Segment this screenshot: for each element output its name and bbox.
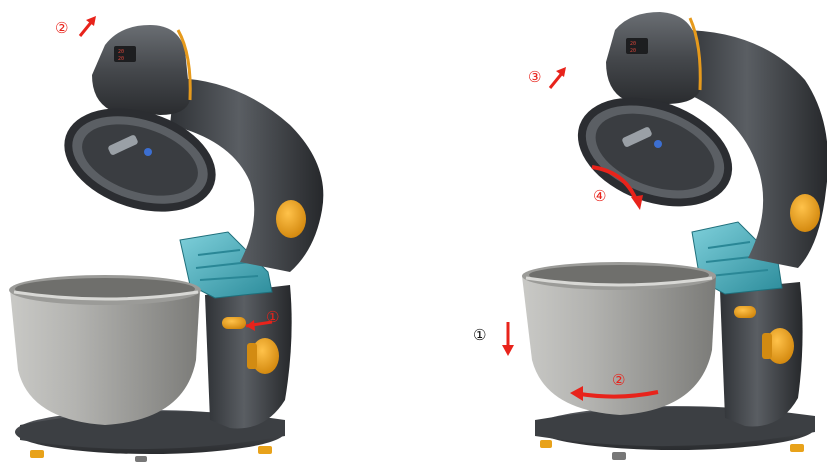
- right-step-4-label: ④: [593, 187, 606, 205]
- left-lever: [222, 317, 246, 329]
- left-arm-knob: [276, 200, 306, 238]
- right-lever: [734, 306, 756, 318]
- right-step-1-label: ①: [473, 326, 486, 344]
- left-step-1-label: ①: [266, 308, 279, 326]
- left-step-2-label: ②: [55, 19, 68, 37]
- left-display-line1: 20: [118, 49, 124, 55]
- left-foot: [135, 456, 147, 462]
- right-step-3: ③: [528, 67, 566, 88]
- right-display-line1: 20: [630, 41, 636, 47]
- right-foot: [540, 440, 552, 448]
- right-step-2-label: ②: [612, 371, 625, 389]
- right-step-1: ①: [473, 322, 514, 356]
- left-head: 20 20: [92, 25, 190, 115]
- left-bowl: [9, 275, 201, 425]
- left-step-2: ②: [55, 16, 96, 37]
- left-foot: [30, 450, 44, 458]
- right-foot: [612, 452, 626, 460]
- left-mixer: 20 20: [9, 25, 323, 462]
- right-head: 20 20: [606, 12, 700, 104]
- left-display-line2: 20: [118, 56, 124, 62]
- right-bowl: [522, 262, 716, 415]
- right-arm-knob: [790, 194, 820, 232]
- right-foot: [790, 444, 804, 452]
- right-display-line2: 20: [630, 48, 636, 54]
- right-mixer: 20 20: [522, 12, 827, 460]
- right-lid-blue-dot: [654, 140, 662, 148]
- left-foot: [258, 446, 272, 454]
- right-step-3-label: ③: [528, 68, 541, 86]
- left-lid-blue-dot: [144, 148, 152, 156]
